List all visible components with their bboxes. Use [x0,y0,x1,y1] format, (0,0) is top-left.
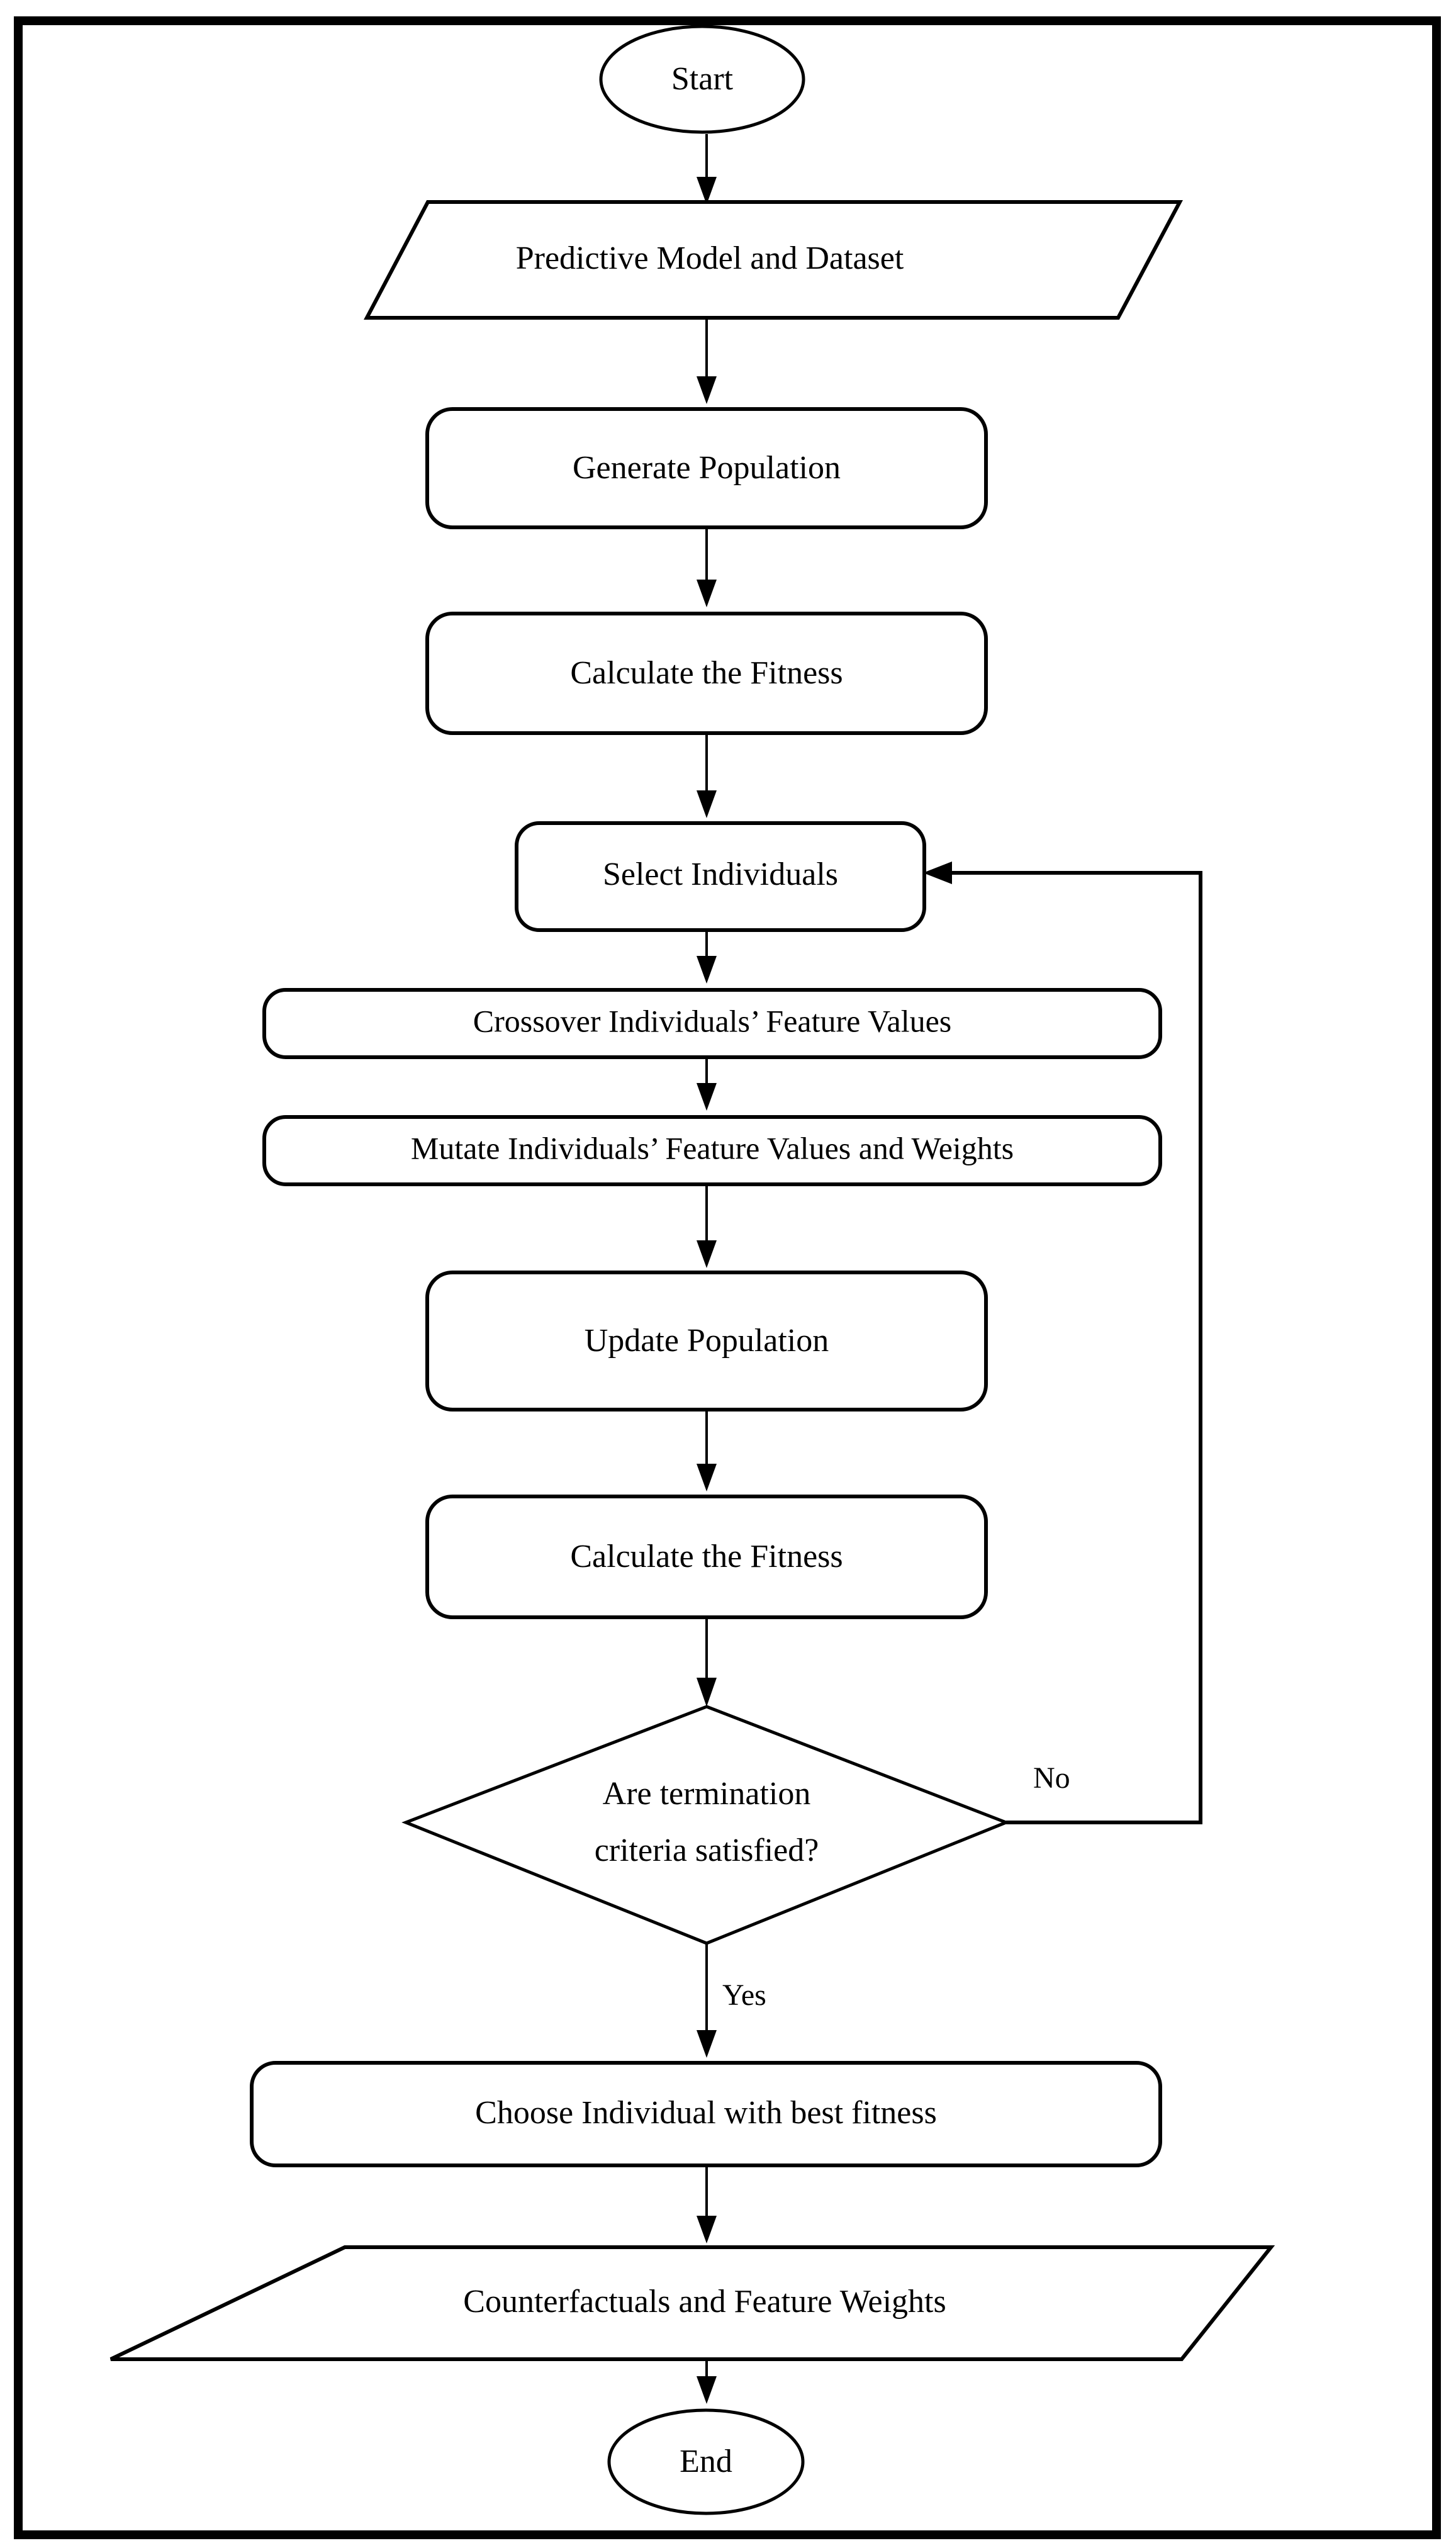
node-select-individuals[interactable]: Select Individuals [515,821,926,932]
input-parallelogram-shape [364,200,1183,320]
crossover-shape [262,988,1162,1059]
calculate-fitness-2-label: Calculate the Fitness [570,1539,843,1574]
edge-updatepop-to-fitness2 [697,1410,717,1491]
decision-label-line1: Are termination [603,1776,811,1812]
edge-output-to-end [697,2359,717,2404]
edge-fitness2-to-decision [697,1617,717,1707]
edge-label-no: No [1033,1761,1070,1795]
diagram-frame [14,16,1441,2539]
choose-individual-shape [250,2061,1162,2167]
end-label: End [680,2444,732,2479]
node-end[interactable]: End [607,2408,805,2515]
node-crossover[interactable]: Crossover Individuals’ Feature Values [262,988,1162,1059]
edge-start-to-input [697,134,717,205]
end-terminator-shape [607,2408,805,2515]
choose-individual-label: Choose Individual with best fitness [475,2095,937,2131]
edge-choose-to-output [697,2165,717,2243]
crossover-label: Crossover Individuals’ Feature Values [473,1003,952,1038]
update-population-label: Update Population [585,1323,829,1359]
edge-input-to-genpop [697,320,717,404]
edge-label-yes: Yes [722,1978,766,2012]
generate-population-label: Generate Population [573,450,841,486]
node-start[interactable]: Start [599,25,805,134]
calculate-fitness-1-label: Calculate the Fitness [570,655,843,691]
edge-mutate-to-updatepop [697,1183,717,1268]
node-choose-individual[interactable]: Choose Individual with best fitness [250,2061,1162,2167]
output-label: Counterfactuals and Feature Weights [463,2284,946,2320]
edge-genpop-to-fitness1 [697,527,717,607]
input-label: Predictive Model and Dataset [516,240,904,276]
select-individuals-shape [515,821,926,932]
edge-fitness1-to-select [697,733,717,818]
start-terminator-shape [599,25,805,134]
mutate-shape [262,1115,1162,1186]
node-decision[interactable]: Are termination criteria satisfied? [401,1705,1011,1945]
calculate-fitness-1-shape [425,612,988,735]
decision-label-line2: criteria satisfied? [595,1832,819,1868]
node-input[interactable]: Predictive Model and Dataset [364,200,1183,320]
select-individuals-label: Select Individuals [603,856,838,892]
node-update-population[interactable]: Update Population [425,1271,988,1412]
decision-diamond-shape [401,1705,1011,1945]
calculate-fitness-2-shape [425,1495,988,1619]
node-mutate[interactable]: Mutate Individuals’ Feature Values and W… [262,1115,1162,1186]
node-calculate-fitness-1[interactable]: Calculate the Fitness [425,612,988,735]
node-calculate-fitness-2[interactable]: Calculate the Fitness [425,1495,988,1619]
generate-population-shape [425,407,988,529]
edge-decision-no-loop [923,861,1202,1824]
edge-decision-yes-to-choose [697,1943,717,2058]
node-generate-population[interactable]: Generate Population [425,407,988,529]
edge-crossover-to-mutate [697,1057,717,1111]
start-label: Start [671,61,734,97]
edge-select-to-crossover [697,930,717,984]
update-population-shape [425,1271,988,1412]
mutate-label: Mutate Individuals’ Feature Values and W… [411,1130,1014,1165]
node-output[interactable]: Counterfactuals and Feature Weights [109,2245,1275,2361]
output-parallelogram-shape [109,2245,1275,2361]
